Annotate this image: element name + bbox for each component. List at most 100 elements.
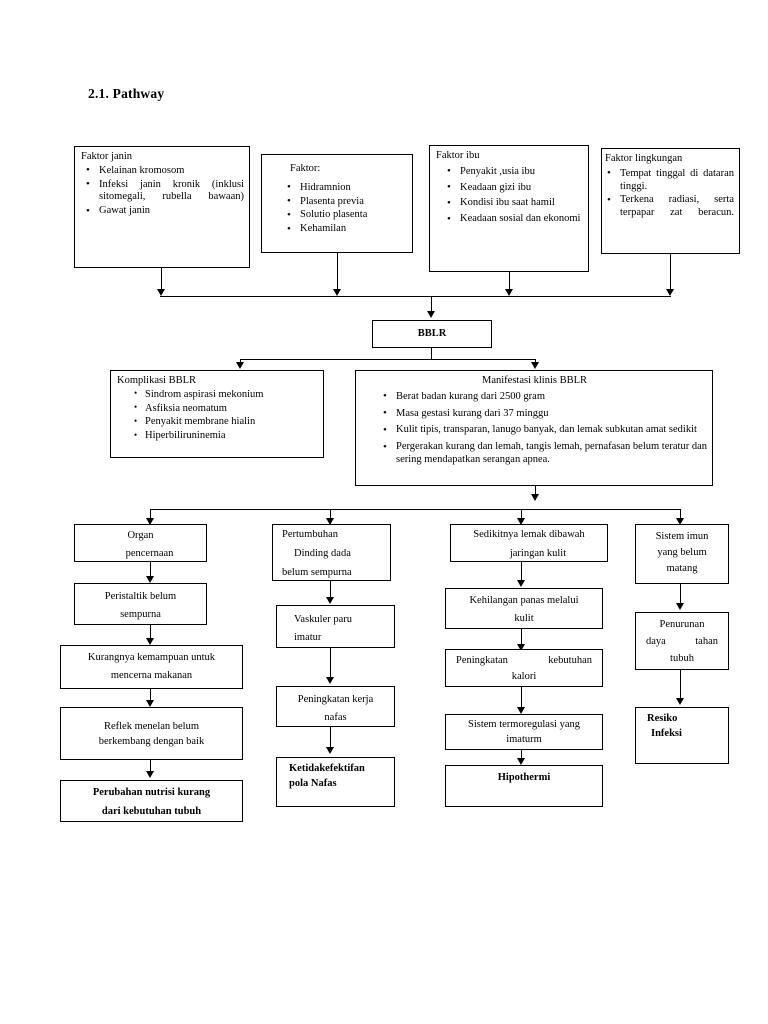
flow-node-reflek-menelan: Reflek menelan belum berkembang dengan b… xyxy=(60,707,243,760)
connector-kurangnya-to-reflek xyxy=(150,689,152,705)
connector-imun-to-penurunan xyxy=(680,584,682,608)
arrowhead-faktor-lingkungan xyxy=(666,289,674,296)
central-node-label: BBLR xyxy=(417,327,447,339)
arrowhead-manifestasi xyxy=(531,362,539,369)
connector-faktor-lingkungan xyxy=(670,254,672,292)
flow-node-line: Kurangnya kemampuan untuk xyxy=(87,652,216,663)
flow-node-line: pencernaan xyxy=(125,547,174,559)
flow-node-text: Resiko Infeksi xyxy=(636,708,728,763)
list-item: Berat badan kurang dari 2500 gram xyxy=(383,390,707,404)
list-item: Masa gestasi kurang dari 37 minggu xyxy=(383,407,707,421)
list-item: Terkena radiasi, serta terpapar zat bera… xyxy=(607,194,734,220)
bus-line-factors xyxy=(160,296,671,298)
flow-node-text: Penurunan daya tahan tubuh xyxy=(636,613,728,669)
flow-node-line: pola Nafas xyxy=(289,777,337,789)
flow-node-organ-pencernaan: Organ pencernaan xyxy=(74,524,207,562)
flow-node-line: imaturm xyxy=(506,733,542,745)
central-node-bblr: BBLR xyxy=(372,320,492,348)
flow-node-line: Sistem termoregulasi yang xyxy=(468,719,580,730)
flow-node-text: Sistem termoregulasi yang imaturm xyxy=(446,715,602,749)
connector-organ-to-peristaltik xyxy=(150,562,152,581)
flow-node-line: Peningkatan kebutuhan xyxy=(456,655,592,666)
connector-bus-to-bblr xyxy=(431,296,433,314)
flow-node-text: Kehilangan panas melalui kulit xyxy=(446,589,602,628)
flow-node-kurangnya-kemampuan: Kurangnya kemampuan untuk mencerna makan… xyxy=(60,645,243,689)
connector-penurunan-to-resiko xyxy=(680,670,682,702)
connector-col-3 xyxy=(521,509,523,523)
flow-node-text: Peningkatan kerja nafas xyxy=(277,687,394,726)
flow-node-line: nafas xyxy=(324,711,347,723)
connector-faktor-ibu xyxy=(509,272,511,292)
flow-node-line: Ketidakefektifan xyxy=(289,763,365,774)
flow-node-line: Hipothermi xyxy=(497,772,551,783)
arrowhead-kurangnya xyxy=(146,638,154,645)
arrowhead-resiko-infeksi xyxy=(676,698,684,705)
flow-node-line: kulit xyxy=(514,612,534,624)
flow-node-line: imatur xyxy=(294,631,322,643)
manifestasi-box: Manifestasi klinis BBLR Berat badan kura… xyxy=(355,370,713,486)
flow-node-text: Perubahan nutrisi kurang dari kebutuhan … xyxy=(61,781,242,821)
flow-node-sedikitnya-lemak: Sedikitnya lemak dibawah jaringan kulit xyxy=(450,524,608,562)
flow-node-line: tubuh xyxy=(670,652,694,664)
connector-termoregulasi-to-hipothermi xyxy=(521,750,523,762)
factor-box-faktor: Faktor: Hidramnion Plasenta previa Solut… xyxy=(261,154,413,253)
arrowhead-peningkatan-kerja xyxy=(326,677,334,684)
flow-node-text: Peristaltik belum sempurna xyxy=(75,584,206,624)
arrowhead-faktor-ibu xyxy=(505,289,513,296)
list-item: Tempat tinggal di dataran tinggi. xyxy=(607,167,734,194)
komplikasi-box: Komplikasi BBLR Sindrom aspirasi mekoniu… xyxy=(110,370,324,458)
flow-node-text: Kurangnya kemampuan untuk mencerna makan… xyxy=(61,646,242,688)
arrowhead-perubahan xyxy=(146,771,154,778)
flow-node-line: matang xyxy=(666,562,698,574)
connector-col-4 xyxy=(680,509,682,523)
arrowhead-faktor xyxy=(333,289,341,296)
arrowhead-peristaltik xyxy=(146,576,154,583)
flow-node-perubahan-nutrisi: Perubahan nutrisi kurang dari kebutuhan … xyxy=(60,780,243,822)
flow-node-line: dari kebutuhan tubuh xyxy=(101,805,202,817)
arrowhead-kehilangan xyxy=(517,580,525,587)
flow-node-text: Pertumbuhan Dinding dada belum sempurna xyxy=(273,525,390,580)
arrowhead-kalori xyxy=(517,644,525,651)
flow-node-line: Infeksi xyxy=(651,727,682,739)
connector-col-2 xyxy=(330,509,332,523)
flow-node-line: Dinding dada xyxy=(294,547,351,559)
flow-node-ketidakefektifan-pola-nafas: Ketidakefektifan pola Nafas xyxy=(276,757,395,807)
flow-node-line: Penurunan xyxy=(659,619,705,630)
flow-node-peningkatan-kerja-nafas: Peningkatan kerja nafas xyxy=(276,686,395,727)
list-item: Hiperbiliruninemia xyxy=(134,430,318,443)
flow-node-line: Sistem imun xyxy=(655,531,709,542)
arrowhead-termoregulasi xyxy=(517,707,525,714)
arrowhead-col-3 xyxy=(517,518,525,525)
flow-node-line: daya tahan xyxy=(646,635,718,647)
komplikasi-title: Komplikasi BBLR xyxy=(117,375,197,386)
list-item: Asfiksia neomatum xyxy=(134,402,318,416)
list-item: Kehamilan xyxy=(287,223,407,236)
flow-node-line: Pertumbuhan xyxy=(282,529,338,540)
bus-line-distribution xyxy=(150,509,681,511)
flow-node-line: Peristaltik belum xyxy=(104,591,177,602)
list-item: Penyakit membrane hialin xyxy=(134,416,318,429)
factor-box-faktor-lingkungan: Faktor lingkungan Tempat tinggal di data… xyxy=(601,148,740,254)
flow-node-hipothermi: Hipothermi xyxy=(445,765,603,807)
flow-node-text: Sedikitnya lemak dibawah jaringan kulit xyxy=(451,525,607,561)
factor-item-list: Hidramnion Plasenta previa Solutio plase… xyxy=(268,181,407,236)
flow-node-kehilangan-panas: Kehilangan panas melalui kulit xyxy=(445,588,603,629)
flow-node-peningkatan-kebutuhan-kalori: Peningkatan kebutuhan kalori xyxy=(445,649,603,687)
connector-faktor-janin xyxy=(161,268,163,292)
flow-node-line: Perubahan nutrisi kurang xyxy=(92,787,211,798)
flow-node-line: sempurna xyxy=(120,608,161,620)
list-item: Gawat janin xyxy=(86,205,244,218)
page-title: 2.1. Pathway xyxy=(88,86,165,101)
list-item: Keadaan sosial dan ekonomi xyxy=(447,213,583,226)
arrowhead-reflek xyxy=(146,700,154,707)
flow-node-line: Vaskuler paru xyxy=(294,614,353,625)
list-item: Penyakit ,usia ibu xyxy=(447,165,583,179)
arrowhead-faktor-janin xyxy=(157,289,165,296)
list-item: Hidramnion xyxy=(287,181,407,195)
connector-kalori-to-termoregulasi xyxy=(521,687,523,712)
flow-node-pertumbuhan-dinding-dada: Pertumbuhan Dinding dada belum sempurna xyxy=(272,524,391,581)
flow-node-line: Sedikitnya lemak dibawah xyxy=(473,529,585,540)
flow-node-line: kalori xyxy=(511,670,537,682)
factor-box-faktor-ibu: Faktor ibu Penyakit ,usia ibu Keadaan gi… xyxy=(429,145,589,272)
